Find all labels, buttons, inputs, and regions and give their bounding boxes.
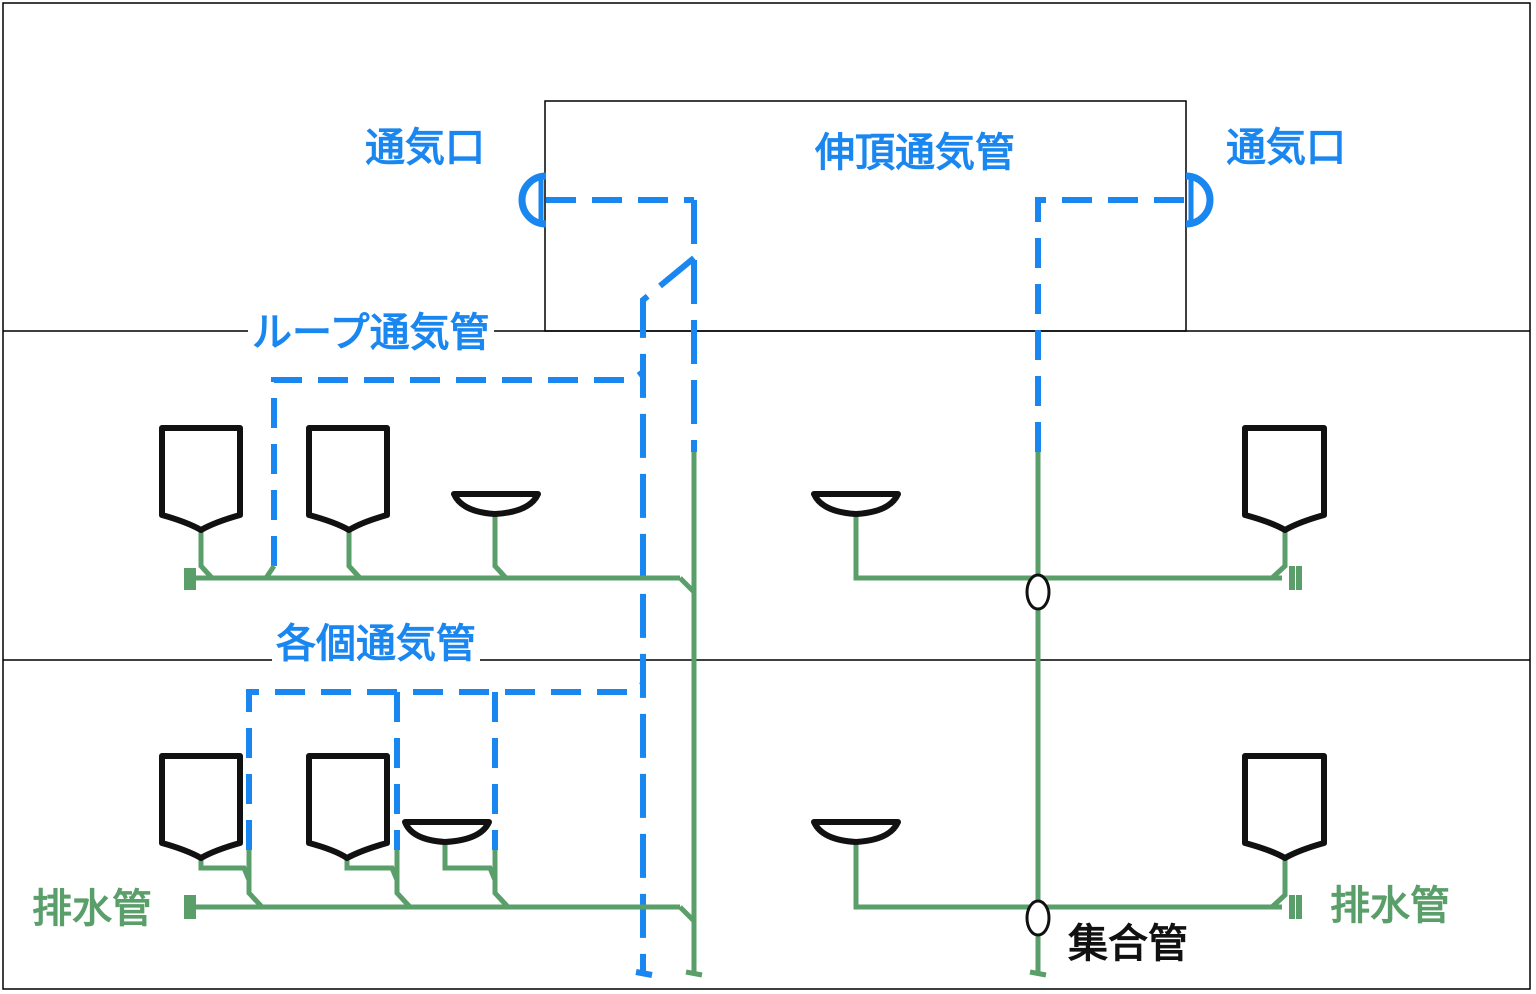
urinal-upper-2: [306, 425, 390, 533]
drain-branch-lower-3: [442, 838, 510, 909]
vent-outlet-left-label: 通気口: [365, 125, 485, 171]
individual-vent-label: 各個通気管: [272, 624, 480, 664]
loop-vent-label: ループ通気管: [248, 313, 494, 353]
collector-fitting-lower: [1025, 899, 1051, 937]
basin-lower-left: [402, 819, 492, 845]
urinal-upper-1: [159, 425, 243, 533]
drain-branch-upper-3: [492, 512, 508, 580]
vent-outlet-right-cap: [1185, 172, 1214, 228]
collector-pipe-label: 集合管: [1068, 921, 1188, 967]
individual-vent-horizontal: [246, 681, 645, 850]
vent-pipes: [246, 172, 1214, 978]
loop-vent-horizontal: [271, 369, 645, 566]
urinal-lower-right: [1242, 753, 1327, 861]
urinal-lower-1: [159, 753, 243, 861]
basin-upper-left: [451, 491, 541, 517]
drain-pipe-left-label: 排水管: [32, 886, 152, 932]
stack-vent-right: [1035, 197, 1186, 452]
drain-branch-lower-2: [344, 852, 412, 909]
vent-stack-left: [640, 255, 696, 972]
vent-outlet-left-cap: [518, 172, 547, 228]
drain-branch-lower-1: [198, 852, 264, 909]
collector-fitting-upper: [1025, 573, 1051, 611]
drain-branch-upper-2: [346, 528, 362, 580]
drain-pipe-right-label: 排水管: [1330, 883, 1450, 929]
basin-lower-right: [811, 819, 901, 845]
fixtures: [159, 425, 1327, 861]
drain-pipes: [184, 452, 1302, 978]
urinal-lower-2: [306, 753, 390, 861]
drain-lower-right: [853, 840, 1282, 910]
drain-upper-right: [853, 512, 1282, 581]
drain-branch-upper-1: [198, 528, 214, 580]
vent-outlet-right-label: 通気口: [1226, 125, 1346, 171]
urinal-upper-right: [1242, 425, 1327, 533]
basin-upper-right: [811, 491, 901, 517]
stack-vent-label: 伸頂通気管: [815, 130, 1015, 176]
